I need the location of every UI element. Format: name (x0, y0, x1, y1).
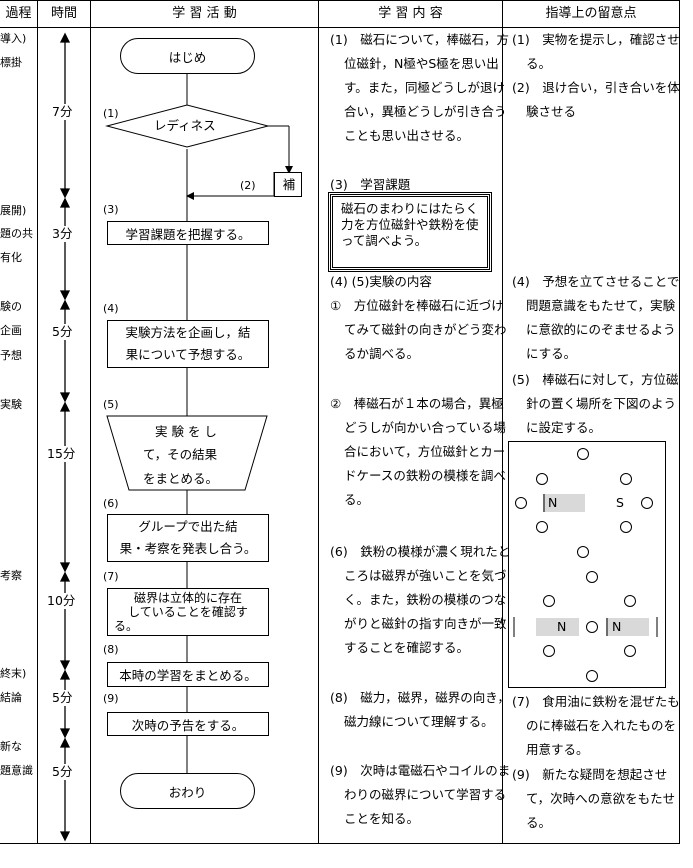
time-label: 10分 (47, 593, 76, 609)
stage-label: 新な (0, 740, 22, 753)
content-item-6: (6) 鉄粉の模様が濃く現れたところは磁界が強いことを気づく。また，鉄粉の模様の… (330, 544, 511, 655)
header-stage: 過程 (5, 6, 32, 21)
present-line-1: グループで出た結 (138, 519, 238, 534)
stage-label: 有化 (0, 251, 22, 264)
start-terminal: はじめ (120, 38, 255, 74)
magnet-n-label: N (548, 495, 558, 510)
end-terminal: おわり (120, 773, 255, 809)
summary-box: 本時の学習をまとめる。 (107, 662, 269, 687)
experiment-line-3: をまとめる。 (143, 471, 219, 486)
content-item-3: (3) 学習課題 (330, 177, 411, 192)
step-number: (3) (103, 203, 119, 216)
stage-label: 題の共 (0, 227, 33, 240)
confirm-line-3: る。 (114, 619, 139, 633)
step-number: (9) (103, 692, 119, 705)
note-4: (4) 予想を立てさせることで問題意識をもたせて，実験に意欲的にのぞませるように… (512, 274, 680, 361)
plan-line-2: 果について予想する。 (125, 347, 251, 362)
content-item-1: (1) 磁石について，棒磁石，方位磁針，N極やS極を思い出す。また，同極どうしが… (330, 32, 509, 143)
header-content: 学 習 内 容 (378, 6, 443, 21)
step-number: (2) (240, 179, 256, 192)
time-label: 15分 (47, 446, 76, 462)
stage-label: 企画 (0, 324, 22, 337)
step-number: (8) (103, 643, 119, 656)
stage-label: 験の (0, 300, 22, 313)
note-9: (9) 新たな疑問を想起させて，次時への意欲をもたせる。 (512, 767, 676, 830)
plan-line-1: 実験方法を企画し，結 (125, 325, 251, 340)
stage-label: 実験 (0, 398, 22, 411)
time-label: 5分 (52, 690, 73, 706)
step-number: (4) (103, 302, 119, 315)
note-1: (1) 実物を提示し，確認させる。 (512, 32, 680, 71)
stage-label: 導入) (0, 32, 27, 45)
stage-label: 終末) (0, 667, 27, 680)
step-number: (1) (103, 107, 119, 120)
header-time: 時間 (50, 6, 77, 21)
content-item-8: (8) 磁力，磁界，磁界の向き，磁力線について理解する。 (330, 690, 510, 729)
stage-label: 考察 (0, 569, 22, 582)
magnet-n-label: N (612, 619, 622, 634)
experiment-line-2: て，その結果 (143, 447, 218, 462)
note-7: (7) 食用油に鉄粉を混ぜたものに棒磁石を入れたものを用意する。 (512, 694, 680, 757)
content-item-45-heading: (4) (5)実験の内容 (330, 274, 432, 289)
confirm-line-1: 磁界は立体的に存在 (133, 591, 242, 605)
content-item-45b: ② 棒磁石が１本の場合，異極どうしが向かい合っている場合において，方位磁針とカー… (330, 396, 506, 507)
present-line-2: 果・考察を発表し合う。 (119, 541, 257, 556)
preview-box: 次時の予告をする。 (107, 712, 269, 736)
magnet-n-label: N (557, 619, 567, 634)
stage-label: 題意識 (0, 764, 33, 777)
grasp-task-box: 学習課題を把握する。 (107, 221, 269, 245)
stage-label: 結論 (0, 691, 22, 704)
confirm-line-2: していることを確認す (128, 605, 248, 619)
present-results-box: グループで出た結 果・考察を発表し合う。 (107, 514, 269, 562)
header-activity: 学 習 活 動 (172, 6, 237, 21)
time-label: 5分 (52, 764, 73, 780)
experiment-line-1: 実 験 を し (155, 424, 217, 439)
step-number: (5) (103, 398, 119, 411)
step-number: (6) (103, 497, 119, 510)
note-5: (5) 棒磁石に対して，方位磁針の置く場所を下図のように設定する。 (512, 372, 679, 435)
header-notes: 指導上の留意点 (545, 6, 637, 21)
learning-task-box: 磁石のまわりにはたらく力を方位磁針や鉄粉を使って調べよう。 (328, 192, 492, 272)
time-label: 7分 (52, 104, 73, 120)
plan-experiment-box: 実験方法を企画し，結 果について予想する。 (107, 320, 269, 368)
confirm-field-box: 磁界は立体的に存在 していることを確認す る。 (107, 588, 269, 636)
readiness-decision: レディネス (154, 118, 216, 133)
content-item-45a: ① 方位磁針を棒磁石に近づけてみて磁針の向きがどう変わるか調べる。 (330, 298, 507, 361)
stage-label: 標掛 (0, 56, 22, 69)
stage-label: 予想 (0, 349, 22, 362)
hojo-box: 補 (282, 177, 296, 192)
stage-label: 展開) (0, 204, 27, 217)
time-label: 5分 (52, 324, 73, 340)
content-item-9: (9) 次時は電磁石やコイルのまわりの磁界について学習することを知る。 (330, 763, 511, 826)
step-number: (7) (103, 570, 119, 583)
note-2: (2) 退け合い，引き合いを体験させる (512, 80, 680, 119)
magnet-s-label: S (616, 495, 624, 510)
time-label: 3分 (52, 226, 73, 242)
